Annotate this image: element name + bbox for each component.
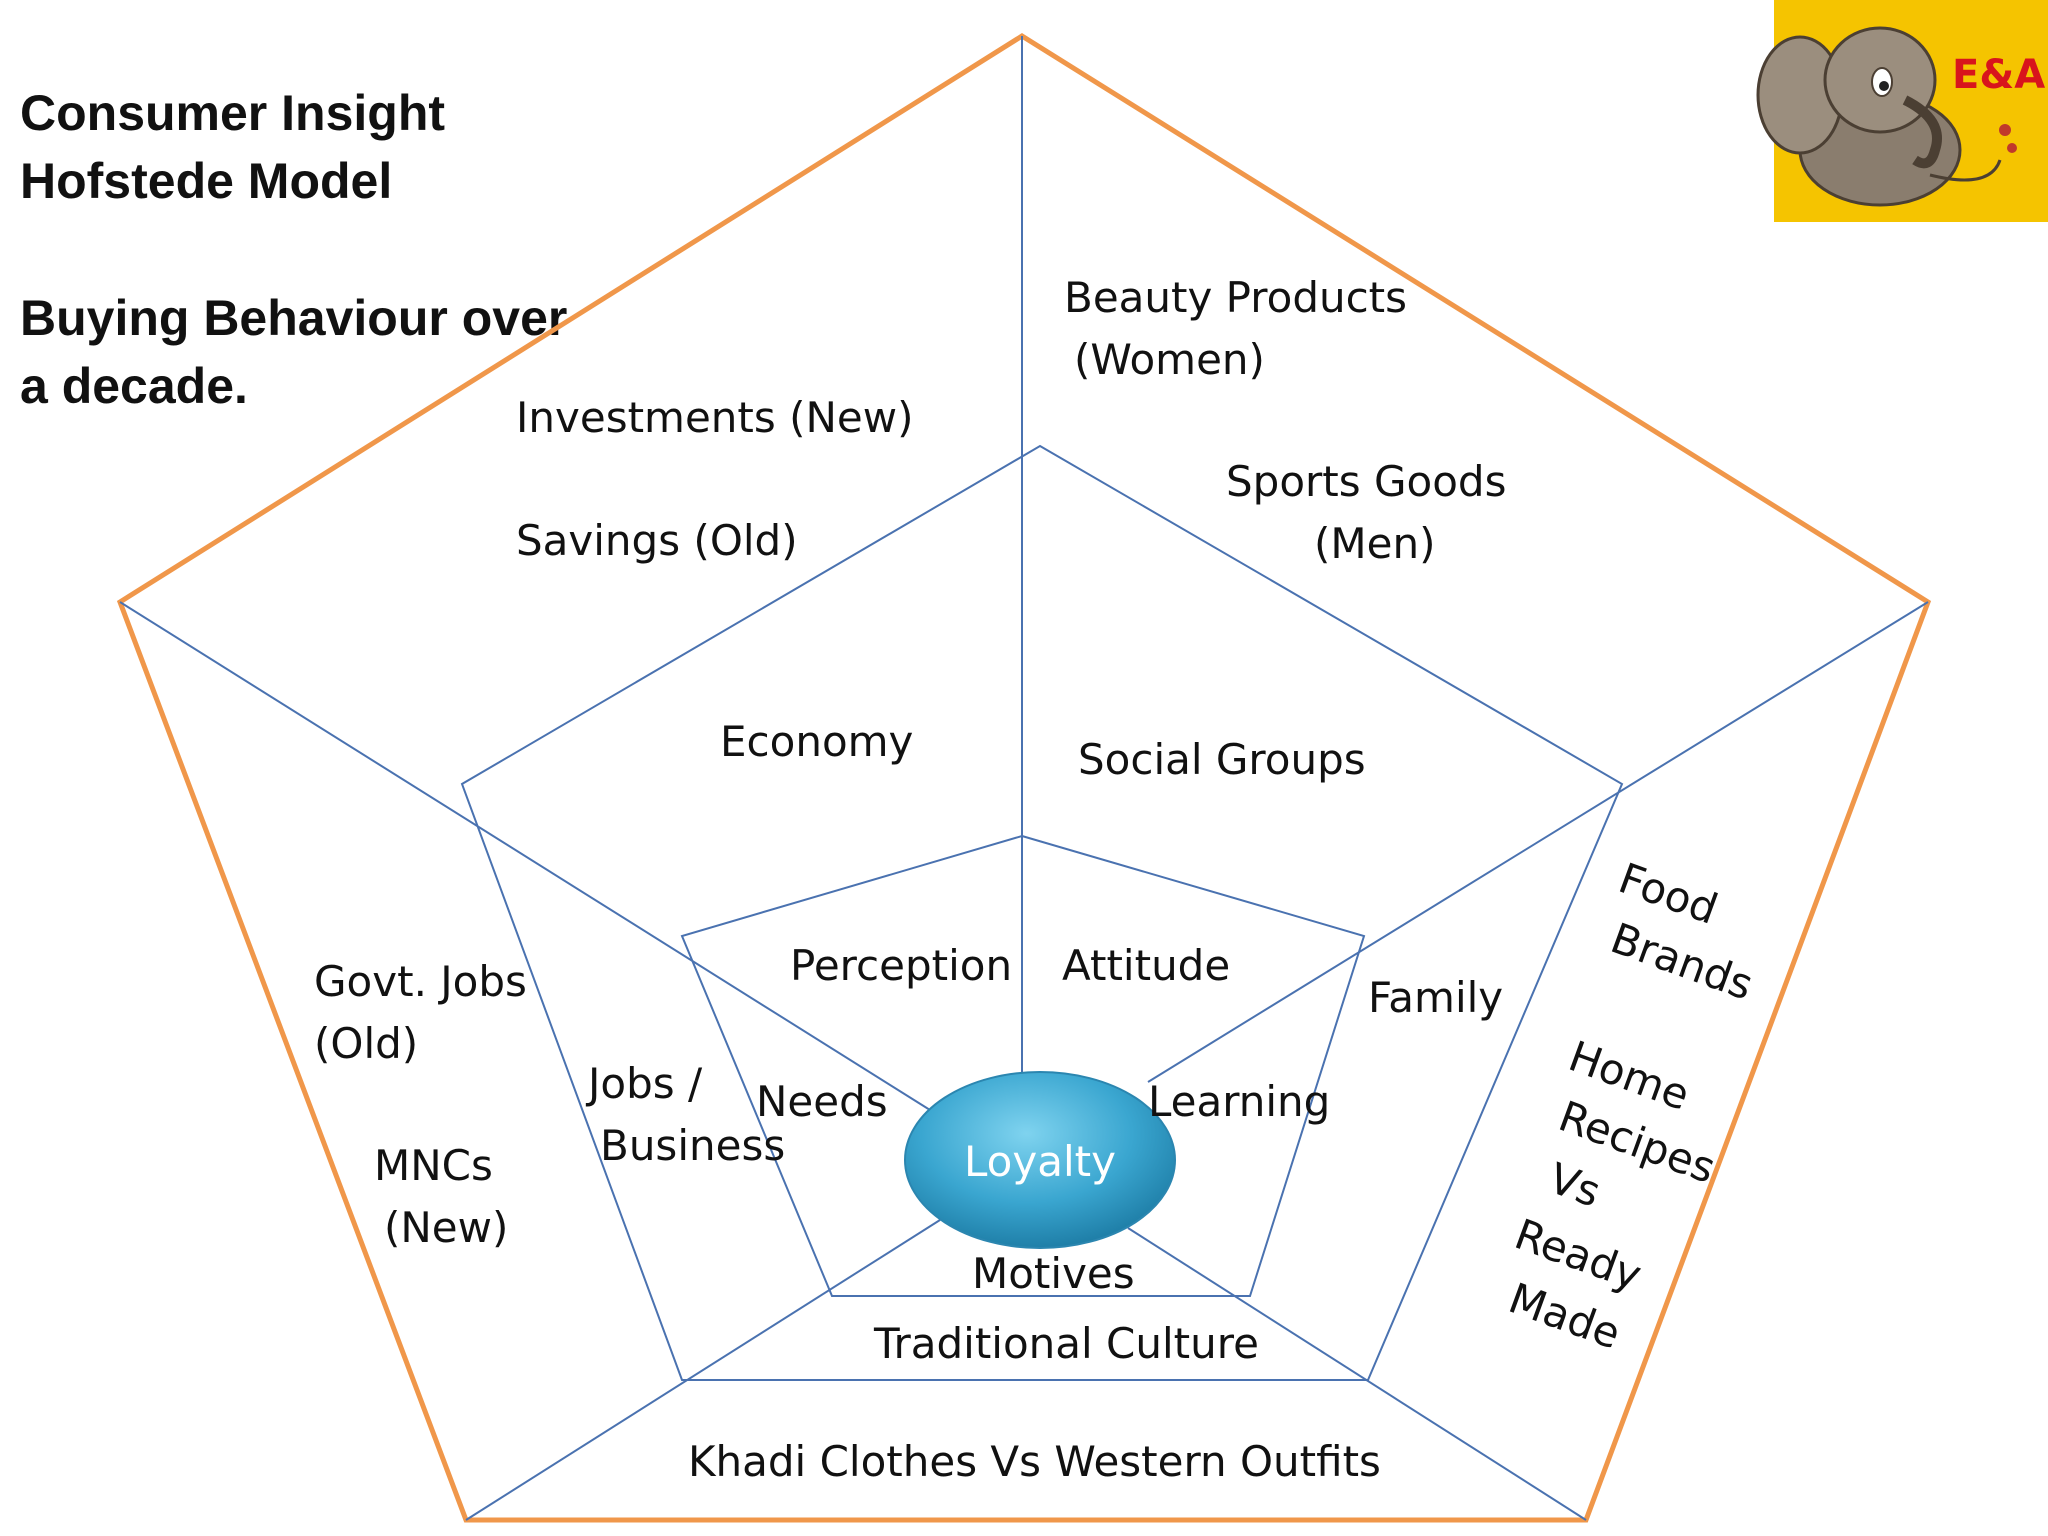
food-brands-line-2: Brands xyxy=(1605,913,1760,1009)
logo: E&A xyxy=(1756,0,2048,222)
food-brands-group: Food Brands xyxy=(1605,853,1760,1009)
jobs-label-line-2: Business xyxy=(600,1121,785,1170)
spoke-lower-right xyxy=(1127,1227,1587,1521)
loyalty-ellipse xyxy=(904,1071,1176,1249)
needs-label: Needs xyxy=(756,1077,888,1126)
economy-label: Economy xyxy=(720,717,913,766)
middle-pentagon xyxy=(460,444,1624,1381)
spoke-lower-left xyxy=(465,1219,941,1521)
attitude-label: Attitude xyxy=(1062,941,1230,990)
logo-text: E&A xyxy=(1952,52,2045,98)
khadi-label: Khadi Clothes Vs Western Outfits xyxy=(688,1437,1381,1486)
beauty-products-line-1: Beauty Products xyxy=(1064,273,1407,322)
govt-jobs-line-1: Govt. Jobs xyxy=(314,957,527,1006)
savings-label: Savings (Old) xyxy=(516,516,798,565)
home-recipes-group: Home Recipes Vs Ready Made xyxy=(1503,1031,1722,1358)
spoke-upper-left xyxy=(119,601,931,1111)
beauty-products-line-2: (Women) xyxy=(1074,335,1265,384)
sports-goods-line-1: Sports Goods xyxy=(1226,457,1506,506)
family-label: Family xyxy=(1368,973,1503,1022)
traditional-culture-label: Traditional Culture xyxy=(873,1319,1259,1368)
social-groups-label: Social Groups xyxy=(1078,735,1366,784)
motives-label: Motives xyxy=(972,1249,1135,1298)
home-recipes-line-3: Vs xyxy=(1543,1153,1607,1216)
govt-jobs-line-2: (Old) xyxy=(314,1019,418,1068)
subtitle-line-1: Buying Behaviour over xyxy=(20,290,567,346)
outer-pentagon xyxy=(116,33,1932,1523)
perception-label: Perception xyxy=(790,941,1012,990)
subtitle-line-2: a decade. xyxy=(20,358,248,414)
spoke-upper-right xyxy=(1147,601,1929,1083)
inner-pentagon xyxy=(680,834,1366,1297)
mncs-line-2: (New) xyxy=(384,1203,508,1252)
title-line-1: Consumer Insight xyxy=(20,85,445,141)
title-line-2: Hofstede Model xyxy=(20,153,392,209)
elephant-icon xyxy=(1756,26,2017,207)
investments-label: Investments (New) xyxy=(516,393,914,442)
learning-label: Learning xyxy=(1148,1077,1330,1126)
loyalty-label: Loyalty xyxy=(964,1137,1116,1186)
mncs-line-1: MNCs xyxy=(374,1141,493,1190)
jobs-label-line-1: Jobs / xyxy=(585,1059,703,1108)
sports-goods-line-2: (Men) xyxy=(1314,519,1435,568)
